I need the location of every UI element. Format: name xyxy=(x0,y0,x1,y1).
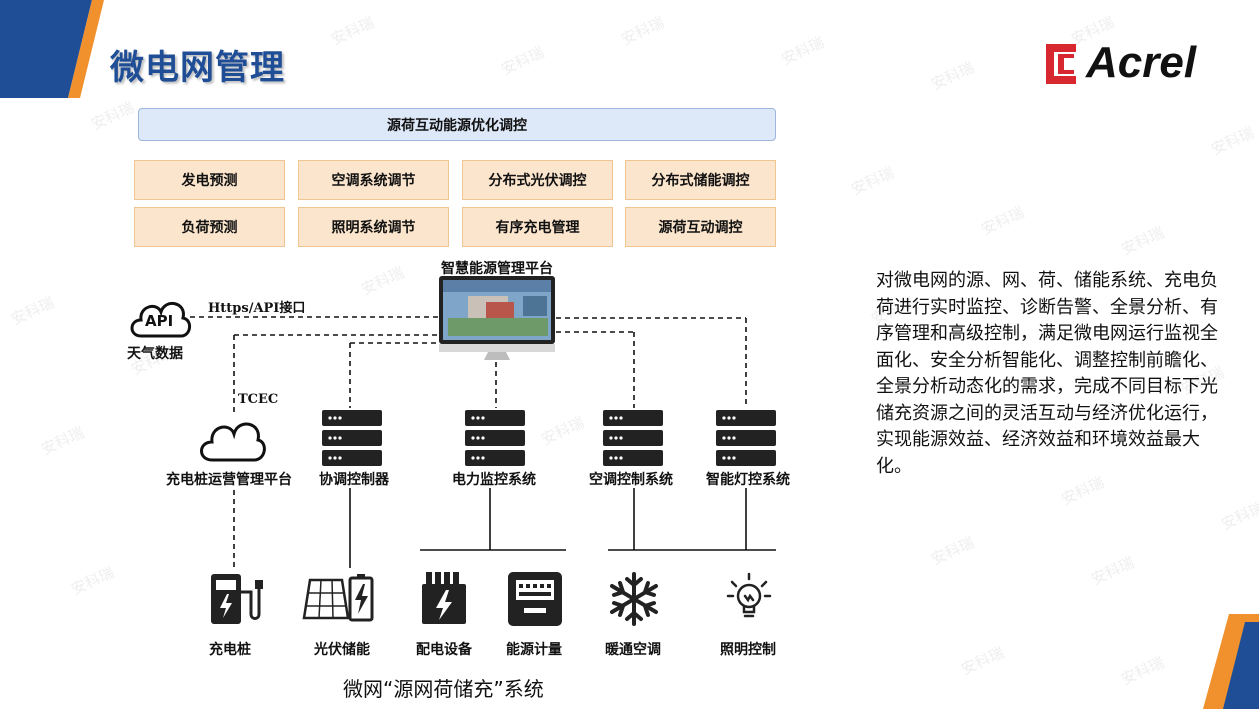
function-box: 空调系统调节 xyxy=(298,160,449,200)
function-box: 发电预测 xyxy=(134,160,285,200)
monitor-icon xyxy=(439,276,555,360)
server-icon xyxy=(716,410,776,466)
function-box: 分布式储能调控 xyxy=(625,160,776,200)
function-box: 分布式光伏调控 xyxy=(462,160,613,200)
device-label: 配电设备 xyxy=(416,642,472,658)
weather-label: 天气数据 xyxy=(127,346,183,362)
device-label: 充电桩 xyxy=(209,642,251,658)
energy-meter-icon xyxy=(508,572,562,626)
figure-caption: 微网“源网荷储充”系统 xyxy=(343,677,544,701)
server-label: 协调控制器 xyxy=(319,472,389,488)
pv-storage-icon xyxy=(302,574,374,622)
optimization-bar: 源荷互动能源优化调控 xyxy=(138,108,776,141)
page-title: 微电网管理 xyxy=(110,48,285,88)
device-label: 能源计量 xyxy=(506,642,562,658)
function-box: 有序充电管理 xyxy=(462,207,613,247)
server-icon xyxy=(603,410,663,466)
acrel-logo: Acrel xyxy=(1046,38,1221,88)
link-label: Https/API接口 xyxy=(208,301,306,316)
server-label: 智能灯控系统 xyxy=(706,472,790,488)
snowflake-icon xyxy=(610,572,658,626)
device-label: 暖通空调 xyxy=(605,642,661,658)
api-cloud-icon xyxy=(130,302,191,338)
platform-label: 智慧能源管理平台 xyxy=(441,261,553,277)
function-box: 源荷互动调控 xyxy=(625,207,776,247)
corner-decoration-bottom-right xyxy=(1203,614,1259,709)
acrel-logo-mark xyxy=(1046,44,1076,84)
server-label: 空调控制系统 xyxy=(589,472,673,488)
description-text: 对微电网的源、网、荷、储能系统、充电负荷进行实时监控、诊断告警、全景分析、有序管… xyxy=(876,270,1218,477)
server-icon xyxy=(322,410,382,466)
charging-pile-icon xyxy=(211,574,263,624)
light-bulb-icon xyxy=(726,572,772,618)
corner-decoration-top-left xyxy=(0,0,104,98)
api-text: API xyxy=(145,312,174,330)
function-box: 负荷预测 xyxy=(134,207,285,247)
cloud-platform-label: 充电桩运营管理平台 xyxy=(166,472,292,488)
cloud-icon xyxy=(200,422,266,462)
function-box: 照明系统调节 xyxy=(298,207,449,247)
device-label: 光伏储能 xyxy=(314,642,370,658)
tcec-label: TCEC xyxy=(238,392,279,407)
distribution-equipment-icon xyxy=(422,572,466,624)
logo-text: Acrel xyxy=(1086,38,1197,87)
device-label: 照明控制 xyxy=(720,642,776,658)
server-icon xyxy=(465,410,525,466)
server-label: 电力监控系统 xyxy=(452,472,536,488)
